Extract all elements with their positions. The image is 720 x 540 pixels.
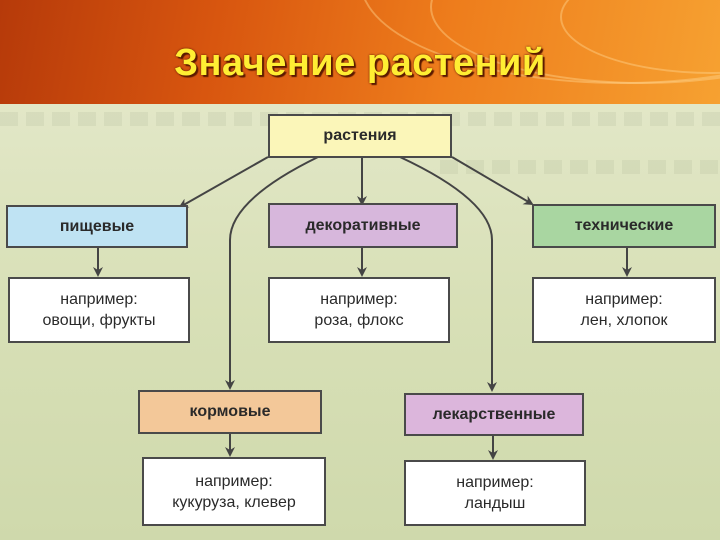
example-fodder: например: кукуруза, клевер — [142, 457, 326, 526]
arrow-root-to-food — [178, 156, 269, 208]
node-medicinal: лекарственные — [404, 393, 584, 436]
node-technical: технические — [532, 204, 716, 248]
example-technical-line2: лен, хлопок — [580, 312, 668, 329]
node-food-label: пищевые — [59, 217, 135, 235]
example-food-line2: овощи, фрукты — [42, 312, 156, 329]
example-medicinal: например: ландыш — [404, 460, 586, 526]
node-decorative: декоративные — [268, 203, 458, 248]
node-root-label: растения — [323, 127, 397, 144]
title-banner: Значение растений — [0, 0, 720, 104]
example-medicinal-line2: ландыш — [464, 495, 526, 512]
example-technical-line1: например: — [585, 291, 663, 308]
example-decorative-line2: роза, флокс — [314, 312, 404, 329]
example-fodder-line2: кукуруза, клевер — [172, 493, 296, 511]
page-title: Значение растений — [174, 42, 546, 84]
arrow-root-to-fodder — [225, 156, 319, 390]
example-fodder-line1: например: — [195, 472, 273, 490]
node-root: растения — [268, 114, 452, 158]
example-technical: например: лен, хлопок — [532, 277, 716, 343]
example-food-line1: например: — [60, 291, 138, 308]
node-food: пищевые — [6, 205, 188, 248]
arrow-root-to-technical — [451, 156, 534, 206]
node-technical-label: технические — [574, 217, 674, 234]
example-food: например: овощи, фрукты — [8, 277, 190, 343]
node-medicinal-label: лекарственные — [432, 405, 556, 423]
node-decorative-label: декоративные — [305, 216, 421, 234]
node-fodder: кормовые — [138, 390, 322, 434]
example-decorative: например: роза, флокс — [268, 277, 450, 343]
example-medicinal-line1: например: — [456, 474, 534, 491]
example-decorative-line1: например: — [320, 291, 398, 308]
faded-background-text — [440, 160, 720, 174]
node-fodder-label: кормовые — [189, 403, 271, 420]
arrow-root-to-medicinal — [399, 156, 497, 392]
